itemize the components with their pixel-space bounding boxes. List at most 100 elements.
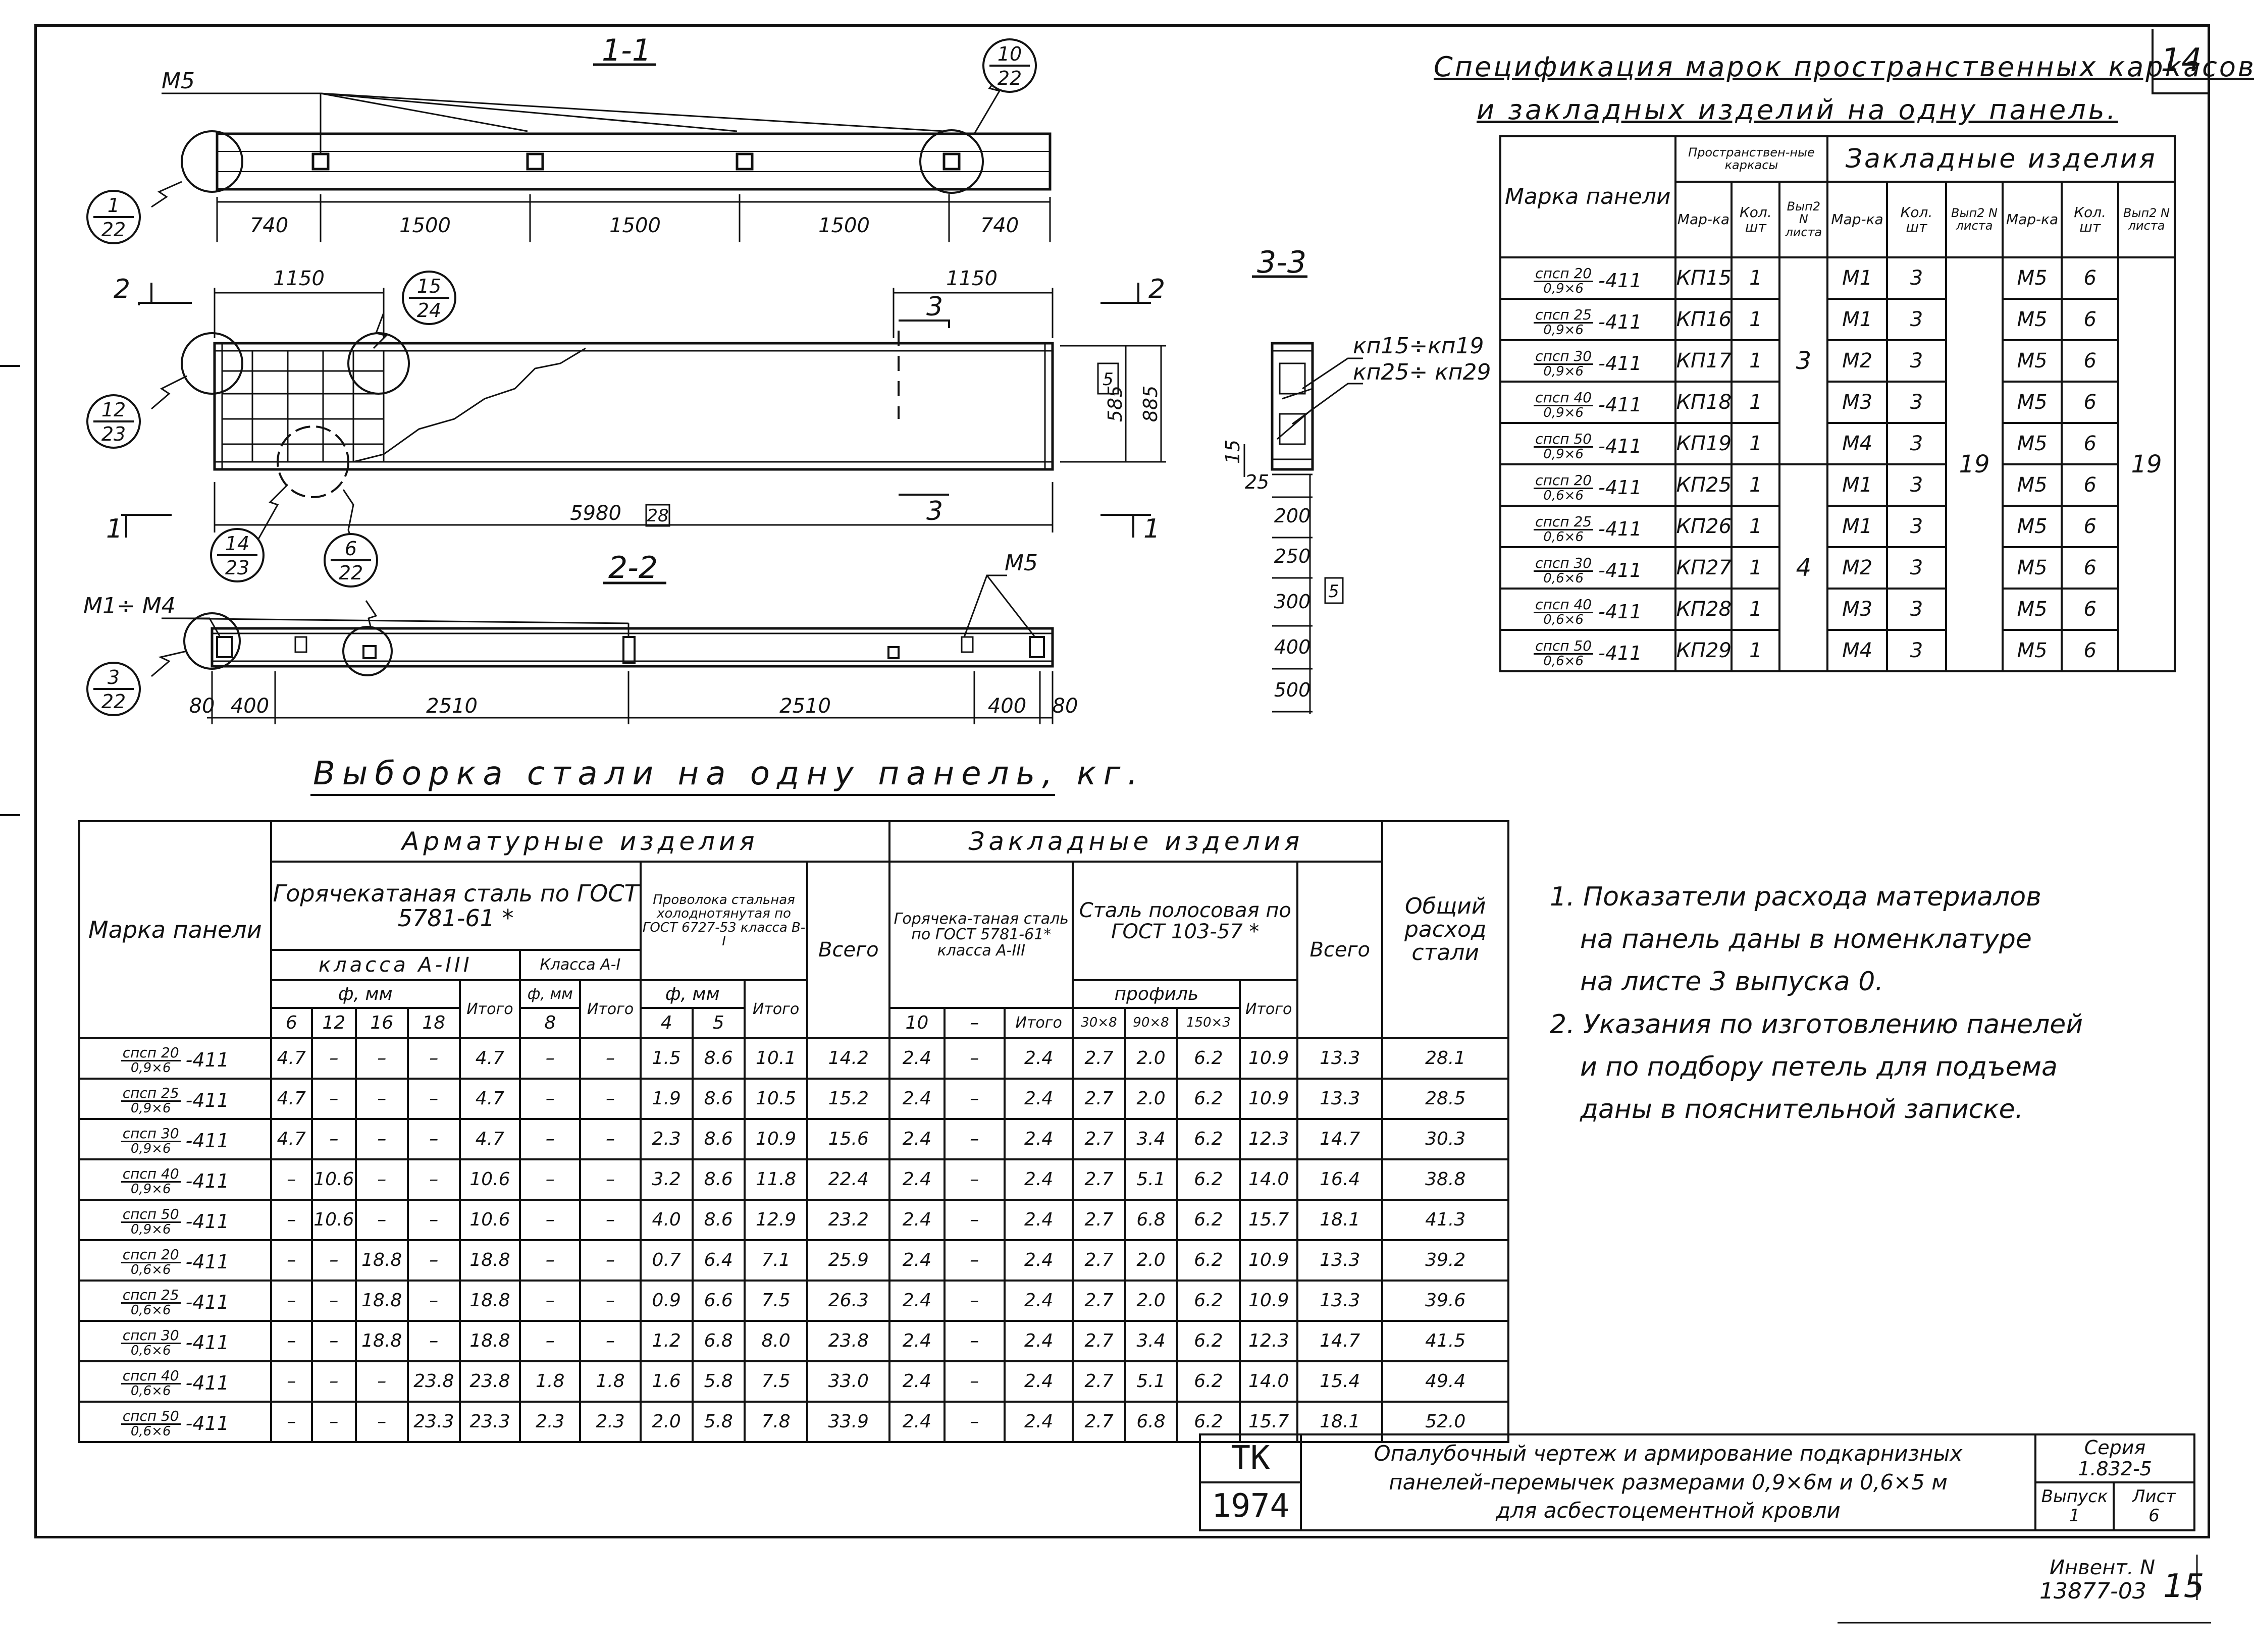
steel-header-total: Общий расход стали — [1381, 820, 1509, 1039]
section-3-3-view — [1243, 275, 1363, 714]
dim-top-2: 1500 — [399, 214, 451, 237]
spec-cell-kp: КП15 — [1674, 256, 1733, 300]
steel-cell: 2.3 — [639, 1118, 694, 1160]
steel-cell: 10.6 — [458, 1158, 521, 1201]
spec-marka-bottom: 0,6×6 — [1543, 488, 1584, 503]
steel-cell: 10.9 — [1239, 1037, 1299, 1080]
inventory-label: Инвент. N — [2050, 1556, 2156, 1579]
spec-cell-m5q: 6 — [2061, 629, 2120, 672]
title-block-org: ТК — [1199, 1433, 1302, 1483]
steel-header-itogo-4: Итого — [1003, 1007, 1074, 1039]
box-5-b: 5 — [1328, 581, 1339, 602]
spec-cell-kq: 1 — [1731, 298, 1781, 341]
steel-cell: – — [310, 1401, 357, 1443]
steel-cell: 1.8 — [579, 1360, 642, 1403]
dim-bottom-2: 2510 — [426, 695, 478, 718]
steel-header-strip: Сталь полосовая по ГОСТ 103-57 * — [1072, 861, 1299, 981]
steel-cell: – — [579, 1199, 642, 1241]
spec-marka-bottom: 0,9×6 — [1543, 405, 1584, 420]
steel-cell: – — [270, 1239, 313, 1282]
steel-cell: 18.8 — [458, 1239, 521, 1282]
spec-marka-bottom: 0,9×6 — [1543, 323, 1584, 338]
steel-cell: – — [354, 1199, 409, 1241]
steel-header-klass-a1: Класса А-I — [519, 949, 642, 981]
steel-header-d4: 4 — [639, 1007, 694, 1039]
callout-6-22: 622 — [324, 533, 378, 588]
spec-marka-bottom: 0,9×6 — [1543, 364, 1584, 379]
steel-cell: 6.2 — [1176, 1118, 1241, 1160]
steel-cell: 18.8 — [354, 1280, 409, 1322]
steel-cell: – — [310, 1239, 357, 1282]
steel-cell: – — [943, 1401, 1006, 1443]
steel-cell: 10.5 — [743, 1078, 809, 1120]
spec-cell-m5: М5 — [2001, 629, 2063, 672]
steel-cell: – — [519, 1280, 582, 1322]
spec-cell-kq: 1 — [1731, 546, 1781, 590]
steel-cell: 4.7 — [458, 1118, 521, 1160]
dim-top-5: 740 — [980, 214, 1019, 237]
steel-cell: 2.7 — [1072, 1239, 1126, 1282]
steel-cell: – — [406, 1118, 461, 1160]
steel-marka-top: спсп 30 — [121, 1127, 181, 1142]
steel-cell: – — [579, 1037, 642, 1080]
steel-cell: 6.8 — [1124, 1199, 1178, 1241]
steel-cell: 0.9 — [639, 1280, 694, 1322]
steel-cell: 6.2 — [1176, 1360, 1241, 1403]
sheet-number: 14 — [2161, 41, 2202, 79]
dim-585: 585 — [1104, 386, 1126, 422]
steel-header-p90x8: 90×8 — [1124, 1007, 1178, 1039]
spec-marka-bottom: 0,9×6 — [1543, 447, 1584, 462]
steel-cell: – — [519, 1320, 582, 1362]
steel-cell: 8.6 — [691, 1118, 746, 1160]
spec-cell-mq: 3 — [1885, 339, 1948, 383]
steel-marka-suffix: -411 — [185, 1331, 229, 1354]
steel-cell: 33.0 — [806, 1360, 891, 1403]
spec-cell-m5: М5 — [2001, 505, 2063, 548]
steel-header-phi-mm: ф, мм — [270, 979, 461, 1009]
steel-cell: 8.6 — [691, 1199, 746, 1241]
steel-cell: – — [406, 1239, 461, 1282]
spec-cell-m5q: 6 — [2061, 546, 2120, 590]
steel-title: Выборка стали на одну панель, кг. — [313, 755, 1145, 792]
spec-marka-suffix: -411 — [1598, 600, 1642, 623]
steel-cell: 2.3 — [579, 1401, 642, 1443]
steel-cell: 1.9 — [639, 1078, 694, 1120]
spec-cell-m5: М5 — [2001, 256, 2063, 300]
spec-cell-mq: 3 — [1885, 381, 1948, 424]
steel-cell: 5.8 — [691, 1401, 746, 1443]
spec-header-embedded: Закладные изделия — [1826, 135, 2176, 183]
steel-cell: – — [406, 1280, 461, 1322]
spec-cell-m: М2 — [1826, 339, 1888, 383]
callout-sheet: 22 — [101, 219, 126, 241]
spec-cell-mq: 3 — [1885, 588, 1948, 631]
steel-cell: 10.6 — [458, 1199, 521, 1241]
steel-marka-bottom: 0,9×6 — [130, 1101, 171, 1116]
steel-cell: 14.2 — [806, 1037, 891, 1080]
spec-cell-kp: КП25 — [1674, 463, 1733, 507]
steel-cell: 4.7 — [458, 1037, 521, 1080]
steel-header-arm: Арматурные изделия — [270, 820, 891, 863]
steel-header-d10: 10 — [888, 1007, 946, 1039]
steel-cell: – — [406, 1199, 461, 1241]
steel-cell: 15.6 — [806, 1118, 891, 1160]
spec-marka-suffix: -411 — [1598, 559, 1642, 581]
steel-cell: 6.2 — [1176, 1320, 1241, 1362]
spec-header-m5-qty: Кол. шт — [2061, 181, 2120, 258]
note-line-5: и по подбору петель для подъема — [1580, 1051, 2058, 1082]
steel-cell: 6.2 — [1176, 1158, 1241, 1201]
spec-marka-top: спсп 40 — [1534, 598, 1594, 613]
steel-cell: – — [270, 1360, 313, 1403]
steel-marka-suffix: -411 — [185, 1371, 229, 1394]
steel-cell: 6.2 — [1176, 1037, 1241, 1080]
steel-marka-top: спсп 30 — [121, 1328, 181, 1344]
steel-header-p30x8: 30×8 — [1072, 1007, 1126, 1039]
kp-label-2: кп25÷ кп29 — [1353, 359, 1491, 385]
